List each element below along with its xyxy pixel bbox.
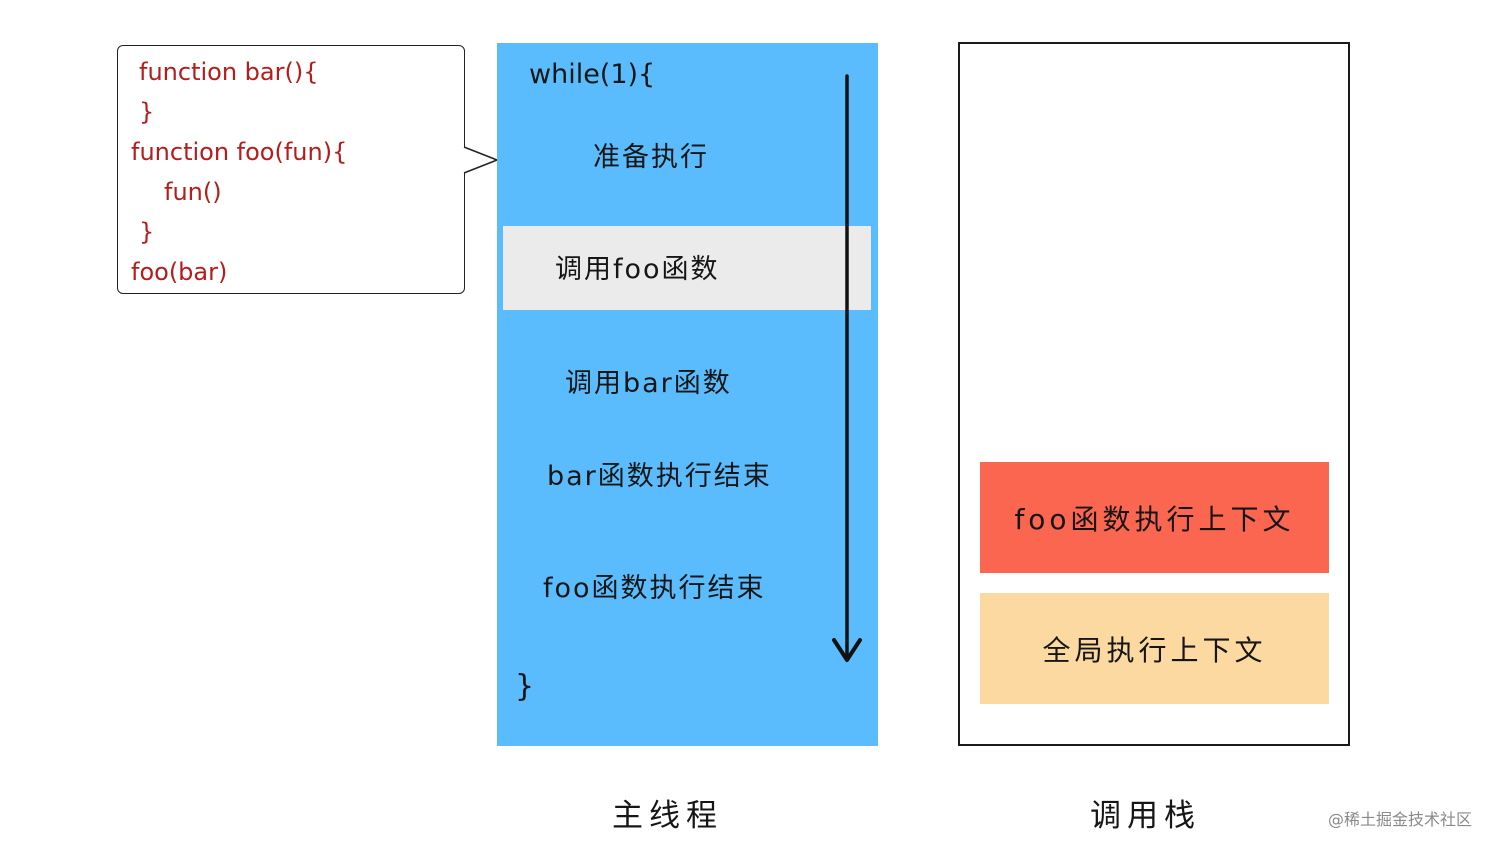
loop-close: } [515,669,537,704]
stack-frame-global: 全局执行上下文 [980,593,1329,704]
code-line: foo(bar) [131,258,228,286]
code-line: fun() [164,178,222,206]
code-line: function foo(fun){ [131,138,348,166]
step-call-bar: 调用bar函数 [565,368,732,399]
current-step-highlight [503,226,871,310]
call-stack-panel: foo函数执行上下文 全局执行上下文 [958,42,1350,746]
loop-open: while(1){ [529,59,656,90]
call-stack-caption: 调用栈 [1090,798,1201,834]
main-thread-panel: while(1){ 准备执行 调用foo函数 调用bar函数 bar函数执行结束… [497,43,878,746]
main-thread-caption: 主线程 [612,798,723,834]
code-callout: function bar(){ } function foo(fun){ fun… [117,45,465,294]
execution-flow-arrow [832,74,862,662]
code-line: } [139,218,155,246]
stack-frame-label: 全局执行上下文 [1042,633,1267,667]
callout-pointer [463,146,498,174]
code-line: } [139,98,155,126]
step-foo-end: foo函数执行结束 [543,573,766,604]
step-bar-end: bar函数执行结束 [547,461,772,492]
step-prepare: 准备执行 [593,142,709,173]
stack-frame-label: foo函数执行上下文 [1014,502,1295,536]
watermark: @稀土掘金技术社区 [1328,810,1473,829]
step-call-foo: 调用foo函数 [555,254,720,285]
code-line: function bar(){ [139,58,319,86]
stack-frame-foo: foo函数执行上下文 [980,462,1329,573]
